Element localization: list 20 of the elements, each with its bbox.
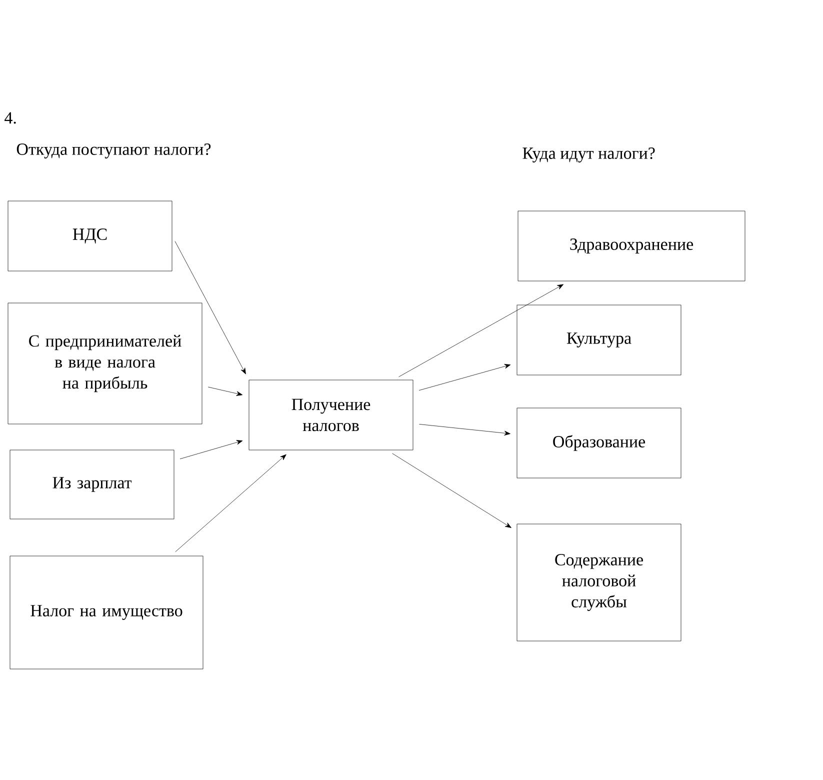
- arrow: [418, 364, 511, 391]
- process-box: Здравоохранение: [518, 210, 746, 282]
- heading: Откуда поступают налоги?: [16, 144, 211, 158]
- process-box: Культура: [516, 304, 682, 376]
- heading: Куда идут налоги?: [522, 148, 655, 162]
- arrow: [398, 284, 564, 378]
- arrow: [418, 424, 510, 436]
- arrow: [392, 453, 512, 528]
- question-number: 4.: [4, 112, 16, 124]
- process-box: С предпринимателей в виде налога на прибыль: [8, 302, 202, 424]
- center-box: Получение налогов: [248, 380, 414, 450]
- arrow: [208, 386, 243, 396]
- arrow: [175, 454, 286, 552]
- arrow: [180, 440, 243, 460]
- process-box: Содержание налоговой службы: [516, 524, 682, 642]
- process-box: Из зарплат: [10, 450, 174, 520]
- arrow: [174, 241, 246, 374]
- process-box: Налог на имущество: [10, 556, 204, 670]
- process-box: НДС: [8, 200, 172, 272]
- process-box: Образование: [516, 408, 682, 478]
